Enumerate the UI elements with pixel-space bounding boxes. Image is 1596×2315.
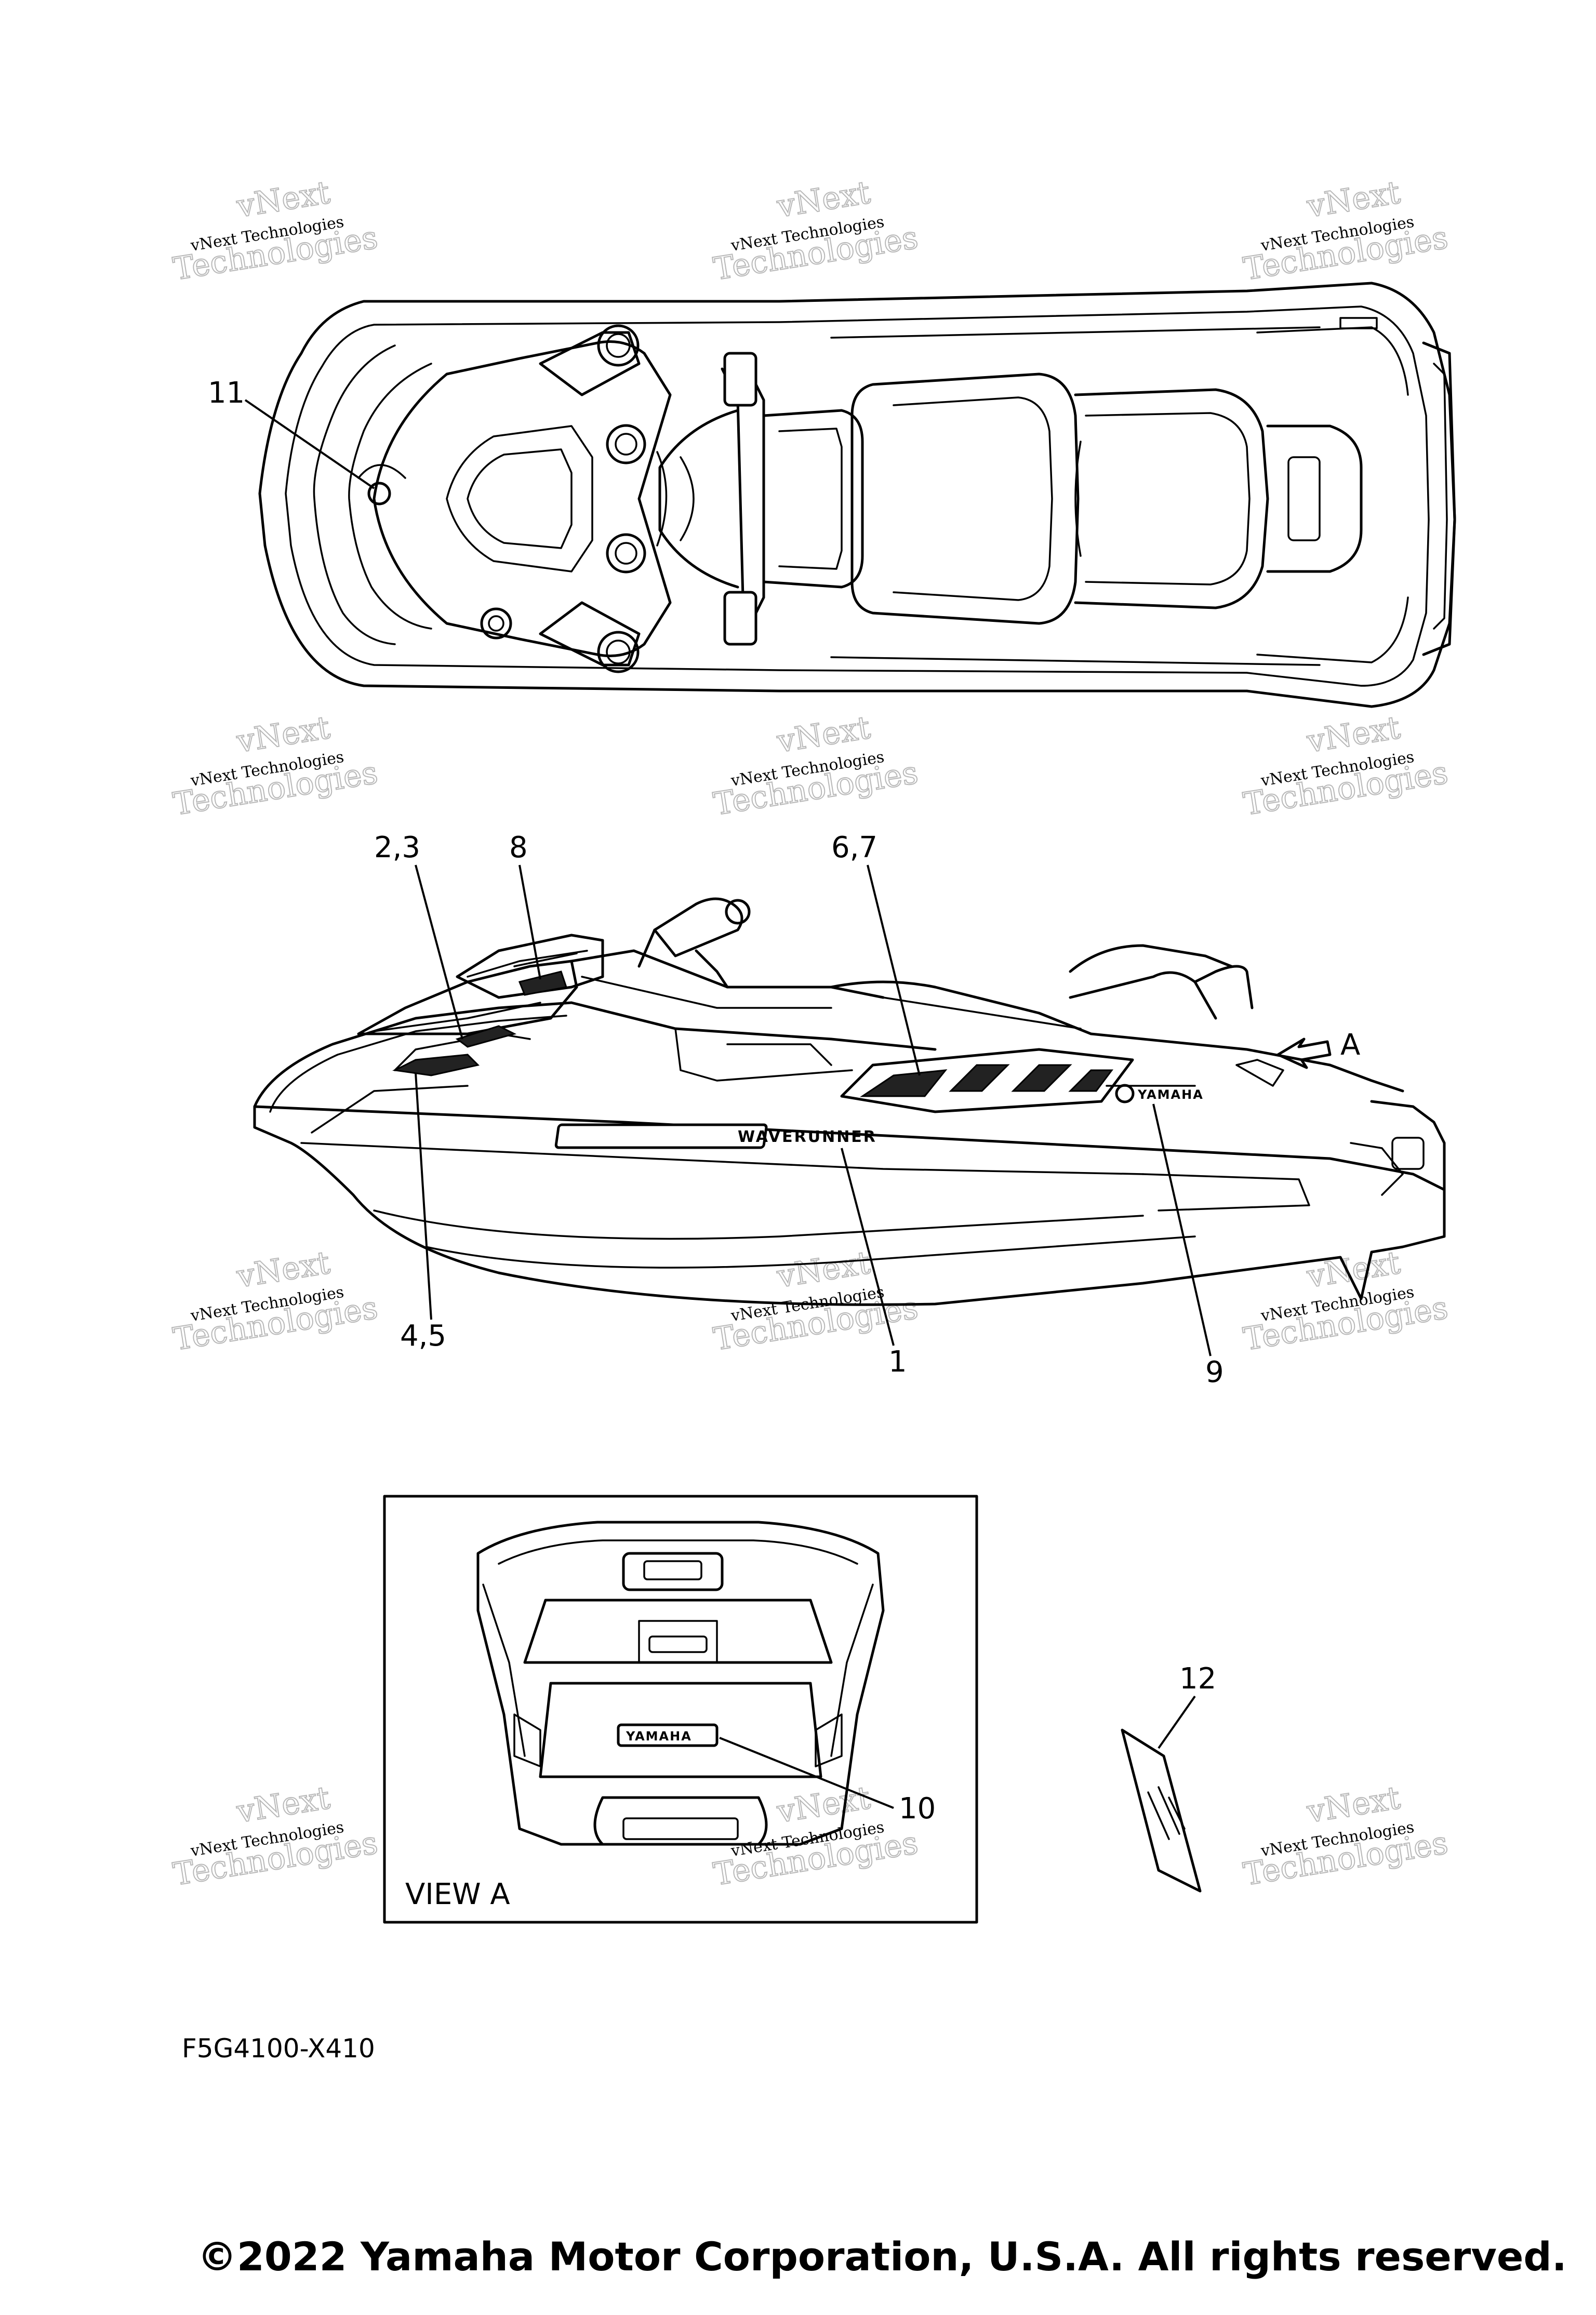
view-a-label: VIEW A bbox=[405, 1878, 510, 1911]
watermark-bottom-right: vNext vNext Technologies Technologies bbox=[1241, 1779, 1451, 1894]
svg-text:2,3: 2,3 bbox=[374, 831, 420, 864]
yamaha-side-decal: YAMAHA bbox=[1106, 1084, 1204, 1103]
svg-text:A: A bbox=[1340, 1028, 1360, 1062]
watermark-bottom-left: vNext vNext Technologies Technologies bbox=[170, 1779, 381, 1894]
view-a-panel: YAMAHA 10 VIEW A bbox=[383, 1495, 978, 1924]
svg-text:YAMAHA: YAMAHA bbox=[1137, 1087, 1204, 1102]
watermark-low-left: vNext vNext Technologies Technologies bbox=[170, 1244, 381, 1359]
fx-decal bbox=[840, 1048, 1134, 1113]
mirror-lower bbox=[539, 601, 641, 673]
svg-text:12: 12 bbox=[1179, 1662, 1216, 1696]
callout-8: 8 bbox=[509, 831, 541, 980]
watermark-mid-center: vNext vNext Technologies Technologies bbox=[711, 709, 921, 823]
callout-1: 1 bbox=[841, 1148, 907, 1379]
watermark-top-right: vNext vNext Technologies Technologies bbox=[1241, 174, 1451, 288]
svg-text:1: 1 bbox=[888, 1345, 907, 1379]
svg-text:WAVERUNNER: WAVERUNNER bbox=[738, 1128, 877, 1146]
svg-text:4,5: 4,5 bbox=[400, 1319, 446, 1353]
callout-10: 10 bbox=[719, 1737, 936, 1826]
watermark-top-left: vNext vNext Technologies Technologies bbox=[170, 174, 381, 288]
yamaha-rear-decal: YAMAHA bbox=[617, 1723, 719, 1747]
watermark-mid-left: vNext vNext Technologies Technologies bbox=[170, 709, 381, 823]
watermark-mid-right: vNext vNext Technologies Technologies bbox=[1241, 709, 1451, 823]
callout-6-7: 6,7 bbox=[831, 831, 921, 1076]
svg-text:8: 8 bbox=[509, 831, 528, 864]
side-view-watercraft: A YAMAHA WAVERUNNER bbox=[253, 831, 1446, 1389]
mirror-upper bbox=[539, 324, 641, 396]
svg-text:11: 11 bbox=[208, 376, 245, 410]
callout-9: 9 bbox=[1152, 1103, 1224, 1389]
waverunner-decal: WAVERUNNER bbox=[554, 1123, 877, 1149]
watermark-low-center: vNext vNext Technologies Technologies bbox=[711, 1244, 921, 1359]
part-code: F5G4100-X410 bbox=[182, 2033, 375, 2064]
svg-text:9: 9 bbox=[1205, 1355, 1224, 1389]
callout-2-3: 2,3 bbox=[374, 831, 463, 1040]
copyright-notice: ©2022 Yamaha Motor Corporation, U.S.A. A… bbox=[197, 2233, 1567, 2280]
watermark-top-center: vNext vNext Technologies Technologies bbox=[711, 174, 921, 288]
svg-text:6,7: 6,7 bbox=[831, 831, 877, 864]
item-12-card: 12 bbox=[1121, 1662, 1216, 1893]
svg-text:10: 10 bbox=[899, 1792, 936, 1826]
callout-11: 11 bbox=[208, 376, 375, 489]
watermark-bottom-center: vNext vNext Technologies Technologies bbox=[711, 1779, 921, 1894]
top-view-watercraft: 11 bbox=[208, 282, 1456, 708]
watermark-low-right: vNext vNext Technologies Technologies bbox=[1241, 1244, 1451, 1359]
view-a-arrow: A bbox=[1276, 1028, 1360, 1069]
callout-4-5: 4,5 bbox=[400, 1072, 446, 1353]
svg-text:YAMAHA: YAMAHA bbox=[626, 1729, 692, 1744]
handlebar bbox=[656, 352, 765, 646]
